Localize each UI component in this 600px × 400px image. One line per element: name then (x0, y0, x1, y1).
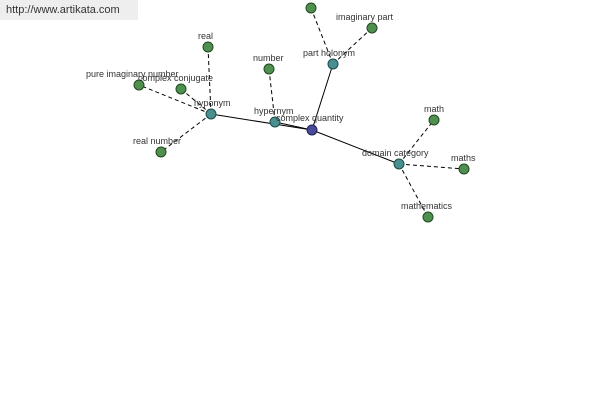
relation-node-hyponym[interactable] (205, 108, 217, 120)
edges-layer (138, 7, 465, 218)
relation-label-hypernym[interactable]: hypernym (254, 106, 294, 116)
edge-domain-category-mathematics (398, 163, 429, 218)
edge-center-domain-category (311, 129, 400, 165)
edge-part-holonym-top-leaf (310, 7, 334, 65)
relation-node-hypernym[interactable] (269, 116, 281, 128)
relation-label-domain-category[interactable]: domain category (362, 148, 429, 158)
leaf-node-imaginary-part[interactable] (366, 22, 378, 34)
edge-hypernym-number (268, 68, 276, 123)
leaf-label-math[interactable]: math (424, 104, 444, 114)
edge-center-hypernym (274, 121, 313, 131)
edge-hyponym-pure-imaginary-number (138, 84, 212, 115)
leaf-node-pure-imaginary-number[interactable] (133, 79, 145, 91)
nodes-layer (133, 2, 470, 223)
leaf-node-number[interactable] (263, 63, 275, 75)
leaf-node-mathematics[interactable] (422, 211, 434, 223)
edge-part-holonym-imaginary-part (332, 27, 373, 65)
edge-domain-category-maths (398, 163, 465, 170)
leaf-node-real-number[interactable] (155, 146, 167, 158)
leaf-label-number[interactable]: number (253, 53, 284, 63)
leaf-label-real[interactable]: real (198, 31, 213, 41)
leaf-label-real-number[interactable]: real number (133, 136, 181, 146)
leaf-label-pure-imaginary-number[interactable]: pure imaginary number (86, 69, 179, 79)
relation-node-domain-category[interactable] (393, 158, 405, 170)
edge-hyponym-real-number (160, 113, 212, 153)
leaf-node-complex-conjugate[interactable] (175, 83, 187, 95)
center-label[interactable]: complex quantity (276, 113, 344, 123)
leaf-label-maths[interactable]: maths (451, 153, 476, 163)
edge-center-part-holonym (311, 63, 334, 131)
leaf-node-top-leaf[interactable] (305, 2, 317, 14)
leaf-node-math[interactable] (428, 114, 440, 126)
leaf-label-complex-conjugate[interactable]: complex conjugate (138, 73, 213, 83)
edge-domain-category-math (398, 119, 435, 165)
relation-node-part-holonym[interactable] (327, 58, 339, 70)
edge-center-hyponym (210, 113, 313, 131)
center-node[interactable] (306, 124, 318, 136)
relation-label-hyponym[interactable]: hyponym (194, 98, 231, 108)
leaf-node-maths[interactable] (458, 163, 470, 175)
leaf-label-imaginary-part[interactable]: imaginary part (336, 12, 394, 22)
relation-label-part-holonym[interactable]: part holonym (303, 48, 355, 58)
leaf-label-mathematics[interactable]: mathematics (401, 201, 453, 211)
leaf-node-real[interactable] (202, 41, 214, 53)
watermark[interactable]: http://www.artikata.com (0, 0, 138, 20)
